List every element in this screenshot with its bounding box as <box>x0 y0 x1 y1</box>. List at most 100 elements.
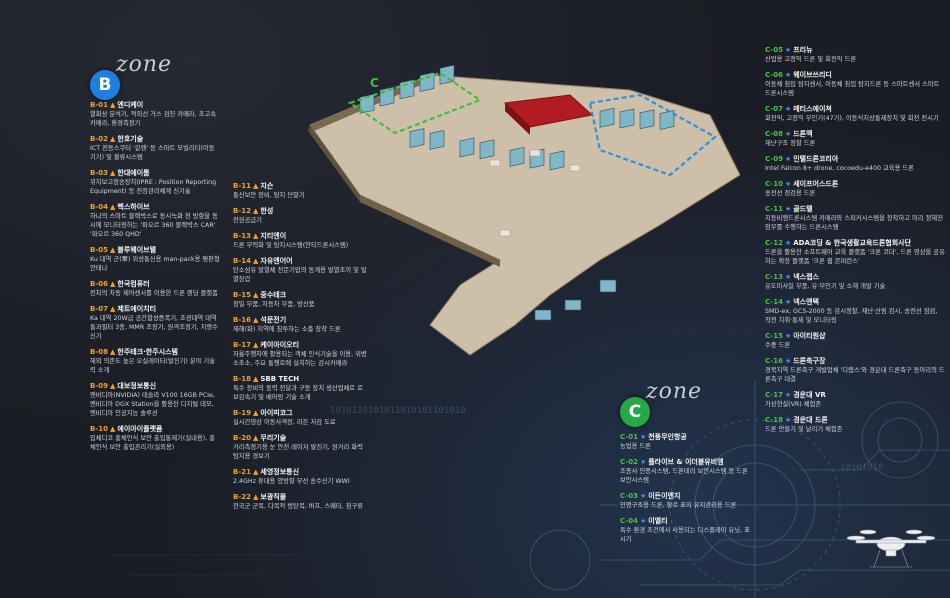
exhibitor-name: 한주테크·한주시스템 <box>117 348 178 356</box>
star-marker-icon: ★ <box>784 46 792 54</box>
exhibitor-heading: C-04★이엘티 <box>620 516 750 526</box>
exhibitor-heading: B-06▲한국컴퓨터 <box>90 279 220 289</box>
exhibitor-name: 석문전기 <box>260 316 287 324</box>
exhibitor-description: 열화상 분석기, 적외선 가스 검진 카메라, 초고속 카메라, 환경측정기 <box>90 111 217 127</box>
star-marker-icon: ★ <box>784 155 792 163</box>
exhibitor-name: 지티엔이 <box>260 232 287 240</box>
exhibitor-description: 수중 드론 <box>765 342 791 349</box>
exhibitor-heading: C-06★웨이브쓰리디 <box>765 70 945 80</box>
exhibitor-description: ICT 전동스쿠터 '갈렌' 등 스마트 모빌리티(이동기기) 및 물류시스템 <box>90 145 215 161</box>
booth-code: C-15 <box>765 332 783 340</box>
booth-code: C-13 <box>765 273 783 281</box>
exhibitor-description: 경북지역 드론축구 개발업체 '디랩스'와 경운대 드론축구 동아리의 드론축구… <box>765 367 945 383</box>
exhibitor-description: 해외 의존도 높은 오실레이터(발진기) 분야 기술력 소개 <box>90 358 215 374</box>
booth-code: B-07 <box>90 305 108 313</box>
exhibitor-description: SMD-ex, GCS-2000 등 감시정찰, 재난·산림 감시, 송전선 점… <box>765 308 938 324</box>
drone-icon <box>846 529 936 568</box>
booth-code: C-14 <box>765 298 783 306</box>
exhibitor-heading: C-01★천풍무인항공 <box>620 432 750 442</box>
booth-code: C-12 <box>765 239 783 247</box>
exhibitor-description: 통신보안 장비, 탐지 단말기 <box>233 192 305 199</box>
exhibitor-description: 이동체 침입 탐지센서, 이동체 침입 탐지드론 등 스마트센서 스마트드론시스… <box>765 81 940 97</box>
exhibitor-name: 제트에이치티 <box>117 305 157 313</box>
exhibitor-heading: B-01▲엔디케이 <box>90 100 220 110</box>
exhibitor-name: 메티스에이쳐 <box>793 105 832 113</box>
zone-c-badge: C <box>620 397 650 427</box>
triangle-marker-icon: ▲ <box>109 246 116 254</box>
exhibitor-heading: B-22▲보광직물 <box>233 492 368 502</box>
booth-code: C-07 <box>765 105 783 113</box>
exhibitor-description: 드론 만들기 및 날리기 체험존 <box>765 426 843 433</box>
exhibitor-description: 거리측정기용 눈 안전 레이저 발진기, 원거리 화력탐지용 경보기 <box>233 444 363 460</box>
exhibitor-description: 송전선 점검용 드론 <box>765 190 816 197</box>
exhibitor-heading: C-15★아이티원샵 <box>765 331 945 341</box>
exhibitor-name: 세영정보통신 <box>260 468 300 476</box>
exhibitor-heading: B-12▲한성 <box>233 206 368 216</box>
exhibitor-heading: B-13▲지티엔이 <box>233 231 368 241</box>
triangle-marker-icon: ▲ <box>252 257 259 265</box>
booth-code: C-08 <box>765 130 783 138</box>
booth-walls <box>489 149 581 237</box>
booth-code: C-03 <box>620 492 638 500</box>
exhibitor-description: 재해(화) 지역에 침투하는 소총 장착 드론 <box>233 326 341 333</box>
exhibitor-heading: B-16▲석문전기 <box>233 315 368 325</box>
booth-code: B-17 <box>233 341 251 349</box>
exhibitor-name: 이든이엔지 <box>648 492 681 500</box>
booth-code: B-14 <box>233 257 251 265</box>
exhibitor-name: 에이아이플랫폼 <box>117 425 163 433</box>
exhibitor-name: 이엘티 <box>648 517 668 525</box>
star-marker-icon: ★ <box>784 416 792 424</box>
triangle-marker-icon: ▲ <box>252 207 259 215</box>
booth-code: C-09 <box>765 155 783 163</box>
booth-code: B-08 <box>90 348 108 356</box>
booth-code: B-15 <box>233 291 251 299</box>
exhibitor-description: 실시간영상 이동사격장, 라돈 저감 도료 <box>233 419 336 426</box>
map-zone-c-label: C <box>370 76 379 90</box>
triangle-marker-icon: ▲ <box>252 468 259 476</box>
triangle-marker-icon: ▲ <box>252 341 259 349</box>
triangle-marker-icon: ▲ <box>252 434 259 442</box>
exhibitor-description: 탄소섬유 발열체 전문기업의 동계용 발열조끼 및 발열장갑 <box>233 267 367 283</box>
exhibitor-heading: B-18▲SBB TECH <box>233 374 368 384</box>
triangle-marker-icon: ▲ <box>109 169 116 177</box>
booth-code: B-05 <box>90 246 108 254</box>
booth-code: B-03 <box>90 169 108 177</box>
exhibitor-heading: C-11★골드텔 <box>765 204 945 214</box>
booth-code: B-13 <box>233 232 251 240</box>
exhibitor-name: 케이아이오티 <box>260 341 300 349</box>
exhibitor-description: 전차의 차동 제어센서를 이용한 드론 렌딩 플랫폼 <box>90 290 218 297</box>
exhibitor-heading: B-09▲대보정보통신 <box>90 381 220 391</box>
exhibitor-description: 특수 환경 조건에서 사용되는 디스플레이 유닛, 표시기 <box>620 527 750 543</box>
booth-code: C-02 <box>620 458 638 466</box>
exhibitor-name: 프리뉴 <box>793 46 813 54</box>
exhibitor-description: 자율주행차에 활용되는 객체 인식기술을 이용, 위병소초소, 주요 통행로에 … <box>233 351 367 367</box>
exhibitor-description: Ka 대역 20W급 공간합성증폭기, 초광대역 대역통과필터 3종, MMR … <box>90 315 218 340</box>
booth-code: B-06 <box>90 280 108 288</box>
exhibitor-description: 입체디코 홍채인식 보안 출입통제기(실내용), 홍채인식 보안 출입관리기(실… <box>90 435 215 451</box>
exhibitor-name: 무리기술 <box>260 434 287 442</box>
exhibitor-heading: B-21▲세영정보통신 <box>233 467 368 477</box>
exhibitor-name: 엔디케이 <box>117 101 144 109</box>
star-marker-icon: ★ <box>784 357 792 365</box>
